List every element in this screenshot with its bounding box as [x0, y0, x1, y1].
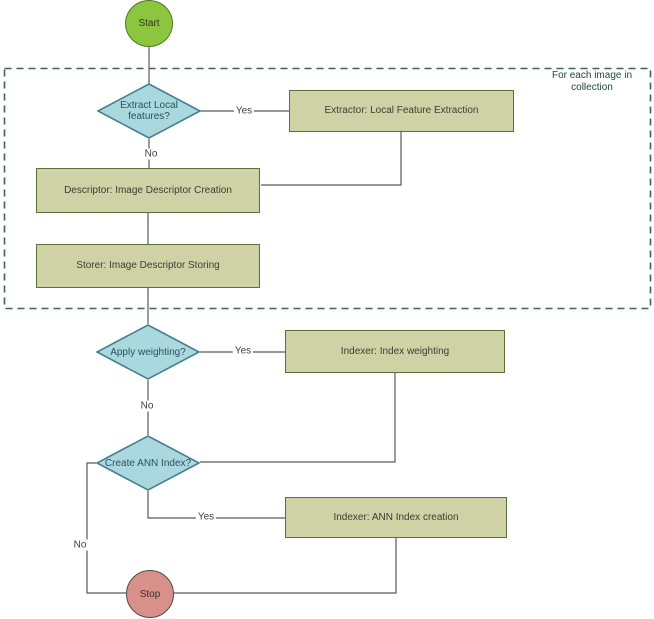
decision-label: Extract Local features?: [120, 100, 178, 122]
decision-apply-weighting: Apply weighting?: [96, 324, 200, 380]
process-storer: Storer: Image Descriptor Storing: [36, 244, 260, 288]
edge-label-extract-yes: Yes: [233, 105, 255, 117]
start-label: Start: [138, 18, 160, 29]
process-label: Extractor: Local Feature Extraction: [324, 105, 479, 116]
process-descriptor: Descriptor: Image Descriptor Creation: [36, 168, 260, 213]
edge-label-ann-no: No: [71, 539, 89, 551]
loop-label: For each image in collection: [551, 70, 633, 93]
process-extractor: Extractor: Local Feature Extraction: [289, 90, 514, 132]
process-label: Descriptor: Image Descriptor Creation: [64, 184, 232, 196]
process-ann-creation: Indexer: ANN Index creation: [285, 497, 507, 538]
process-label: Indexer: Index weighting: [340, 345, 450, 357]
edge-label-extract-no: No: [142, 148, 160, 160]
diamond-shape: [96, 435, 200, 491]
start-node: Start: [125, 0, 173, 47]
stop-label: Stop: [139, 588, 161, 600]
diamond-shape: [96, 324, 200, 380]
decision-label: Create ANN Index?: [104, 457, 192, 469]
decision-extract-local-features: Extract Local features?: [97, 83, 201, 139]
decision-label: Apply weighting?: [110, 346, 186, 358]
diamond-shape: [97, 83, 201, 139]
edge-ann-creation-to-stop: [174, 538, 397, 594]
process-label: Indexer: ANN Index creation: [333, 511, 459, 523]
edge-label-weighting-yes: Yes: [232, 345, 254, 357]
edge-weighting-to-ann-decision: [200, 373, 396, 463]
edge-extractor-to-descriptor: [261, 132, 402, 186]
process-label: Storer: Image Descriptor Storing: [76, 260, 220, 271]
edge-label-weighting-no: No: [138, 400, 156, 412]
edge-label-ann-yes: Yes: [195, 511, 217, 523]
edge-ann-yes: [147, 491, 285, 519]
stop-node: Stop: [126, 570, 174, 618]
process-index-weighting: Indexer: Index weighting: [285, 330, 505, 373]
edge-ann-no: [86, 462, 126, 594]
decision-create-ann-index: Create ANN Index?: [96, 435, 200, 491]
